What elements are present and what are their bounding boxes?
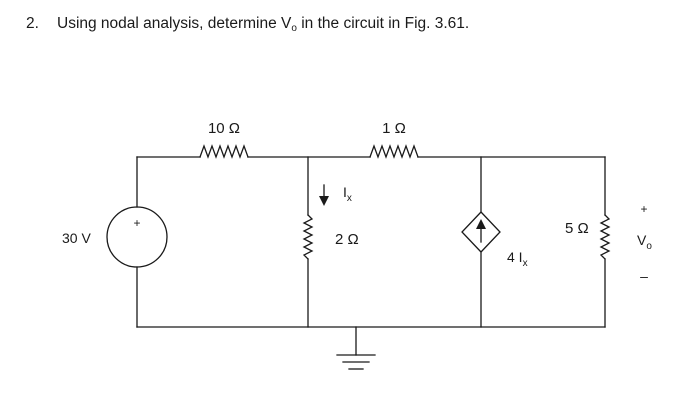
label-vo: Vo <box>637 232 652 252</box>
problem-text: Using nodal analysis, determine V <box>57 15 292 32</box>
problem-statement: 2. Using nodal analysis, determine Vo in … <box>26 15 469 34</box>
ix-arrow-head <box>319 196 329 206</box>
source-plus: + <box>133 216 140 230</box>
dep-source-arrow-head <box>476 219 486 229</box>
label-dep-main: 4 I <box>507 249 523 265</box>
problem-number: 2. <box>26 15 39 32</box>
resistor-10-ohm <box>199 144 249 159</box>
vo-minus: – <box>640 268 648 284</box>
label-dep-sub: x <box>523 258 528 269</box>
label-r10: 10 Ω <box>208 120 240 137</box>
label-vo-sub: o <box>646 241 652 252</box>
problem-text-end: in the circuit in Fig. 3.61. <box>296 15 470 32</box>
label-vo-main: V <box>637 232 647 248</box>
resistor-2-ohm <box>302 214 314 260</box>
label-dependent-source: 4 Ix <box>507 249 528 269</box>
label-r5: 5 Ω <box>565 220 589 237</box>
vo-plus: + <box>640 202 647 216</box>
label-r2: 2 Ω <box>335 231 359 248</box>
resistor-1-ohm <box>369 144 419 159</box>
label-ix-main: I <box>343 184 347 200</box>
label-ix-sub: x <box>347 193 352 204</box>
label-r1: 1 Ω <box>382 120 406 137</box>
label-source: 30 V <box>62 230 91 246</box>
resistor-5-ohm <box>599 214 611 260</box>
problem-text-subscript: o <box>291 23 297 34</box>
label-ix: Ix <box>343 184 352 204</box>
